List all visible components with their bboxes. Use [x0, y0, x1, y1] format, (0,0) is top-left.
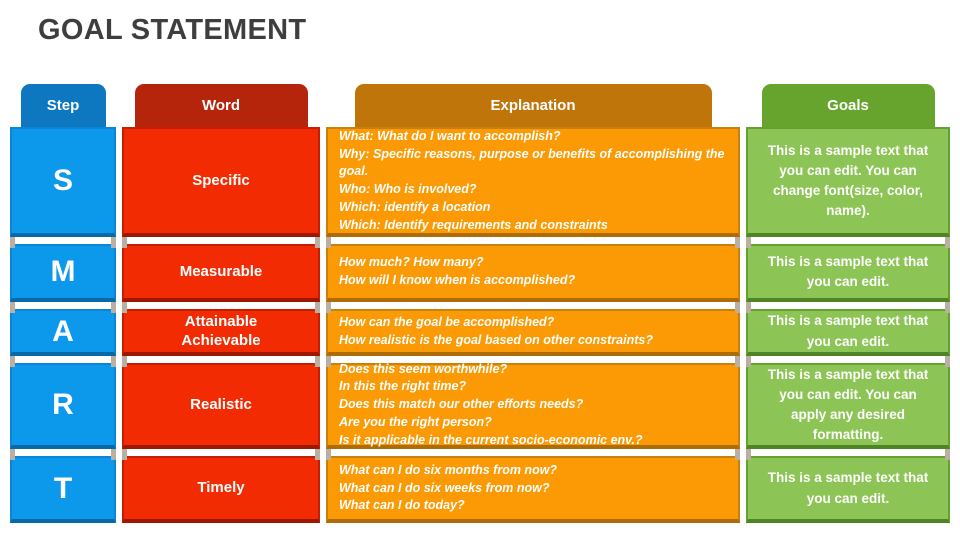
- explanation-line: Why: Specific reasons, purpose or benefi…: [339, 146, 725, 179]
- explanation-line: Does this match our other efforts needs?: [339, 397, 584, 412]
- column-header-word-label: Word: [201, 97, 241, 114]
- cell-step-T: T: [10, 449, 116, 523]
- explanation-line: Who: Who is involved?: [339, 182, 477, 196]
- explanation-line: What can I do six weeks from now?: [339, 480, 550, 495]
- cell-step-S: S: [10, 127, 116, 237]
- explanation-line: How realistic is the goal based on other…: [339, 332, 653, 347]
- explanation-line: Which: Identify requirements and constra…: [339, 217, 608, 232]
- explanation-line: What can I do today?: [339, 498, 465, 513]
- column-goals: Goals This is a sample text that you can…: [746, 84, 950, 523]
- explanation-line: How much? How many?: [339, 255, 484, 270]
- cell-goals-R: This is a sample text that you can edit.…: [746, 356, 950, 449]
- explanation-line: Are you the right person?: [339, 414, 492, 429]
- column-header-step-label: Step: [46, 97, 80, 114]
- cell-word-T: Timely: [122, 449, 320, 523]
- column-goals-cells: This is a sample text that you can edit.…: [746, 127, 950, 523]
- column-header-goals-label: Goals: [827, 97, 869, 114]
- cell-word-A: Attainable Achievable: [122, 302, 320, 356]
- column-explanation-cells: What: What do I want to accomplish? Why: …: [326, 127, 740, 523]
- column-header-explanation: Explanation: [354, 84, 712, 127]
- cell-step-A: A: [10, 302, 116, 356]
- explanation-line: How can the goal be accomplished?: [339, 314, 555, 329]
- cell-step-R: R: [10, 356, 116, 449]
- column-explanation: Explanation What: What do I want to acco…: [326, 84, 740, 523]
- cell-step-M: M: [10, 237, 116, 302]
- column-header-explanation-label: Explanation: [490, 97, 576, 114]
- column-header-word: Word: [134, 84, 308, 127]
- cell-word-M: Measurable: [122, 237, 320, 302]
- cell-explanation-T: What can I do six months from now? What c…: [326, 449, 740, 523]
- explanation-line: How will I know when is accomplished?: [339, 273, 576, 287]
- explanation-line: Is it applicable in the current socio-ec…: [339, 432, 643, 447]
- cell-goals-S: This is a sample text that you can edit.…: [746, 127, 950, 237]
- cell-goals-A: This is a sample text that you can edit.: [746, 302, 950, 356]
- cell-word-S: Specific: [122, 127, 320, 237]
- column-header-step: Step: [20, 84, 106, 127]
- column-header-goals: Goals: [761, 84, 935, 127]
- cell-explanation-M: How much? How many? How will I know when …: [326, 237, 740, 302]
- cell-explanation-R: Does this seem worthwhile? In this the ri…: [326, 356, 740, 449]
- explanation-line: What: What do I want to accomplish?: [339, 128, 561, 143]
- explanation-line: What can I do six months from now?: [339, 462, 558, 477]
- cell-word-R: Realistic: [122, 356, 320, 449]
- explanation-line: In this the right time?: [339, 379, 467, 394]
- cell-explanation-S: What: What do I want to accomplish? Why: …: [326, 127, 740, 237]
- explanation-line: Does this seem worthwhile?: [339, 361, 508, 376]
- cell-goals-T: This is a sample text that you can edit.: [746, 449, 950, 523]
- slide-title: GOAL STATEMENT: [38, 14, 307, 46]
- cell-goals-M: This is a sample text that you can edit.: [746, 237, 950, 302]
- cell-explanation-A: How can the goal be accomplished? How rea…: [326, 302, 740, 356]
- explanation-line: Which: identify a location: [339, 199, 491, 214]
